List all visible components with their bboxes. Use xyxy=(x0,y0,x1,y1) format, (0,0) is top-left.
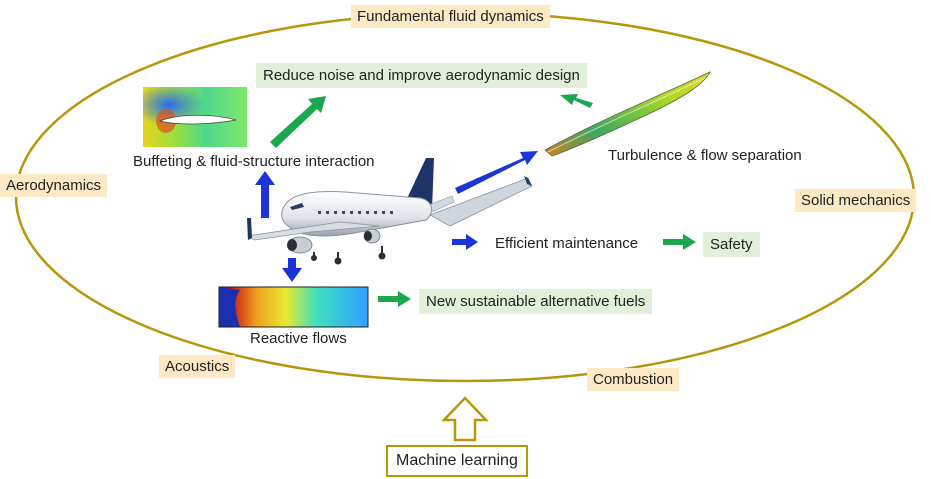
airplane-image xyxy=(246,158,533,265)
green-arrows xyxy=(270,94,696,307)
turbulence-image xyxy=(544,71,711,157)
label-reactive-flows: Reactive flows xyxy=(250,330,347,347)
machine-learning-box: Machine learning xyxy=(386,445,528,477)
arrow-turbulence-to-noise xyxy=(560,94,593,108)
label-fundamental-fluid-dynamics: Fundamental fluid dynamics xyxy=(351,5,550,28)
arrow-to-reactive xyxy=(282,258,302,282)
arrow-to-turbulence xyxy=(455,151,538,194)
arrow-buffeting-to-noise xyxy=(270,96,326,148)
label-efficient-maintenance: Efficient maintenance xyxy=(495,235,639,252)
blue-arrows xyxy=(255,151,538,282)
reactive-flow-image xyxy=(218,286,369,328)
machine-learning-up-arrow xyxy=(441,396,489,442)
label-turbulence: Turbulence & flow separation xyxy=(608,147,802,164)
label-combustion: Combustion xyxy=(587,368,680,391)
label-acoustics: Acoustics xyxy=(159,355,236,378)
label-safety: Safety xyxy=(703,232,760,257)
label-reduce-noise: Reduce noise and improve aerodynamic des… xyxy=(256,63,587,88)
label-solid-mechanics: Solid mechanics xyxy=(795,189,917,212)
arrow-reactive-to-fuels xyxy=(378,291,411,307)
label-sustainable-fuels: New sustainable alternative fuels xyxy=(419,289,653,314)
arrow-maintenance-to-safety xyxy=(663,234,696,250)
label-aerodynamics: Aerodynamics xyxy=(0,174,108,197)
arrow-to-maintenance xyxy=(452,234,478,250)
airfoil-cfd-image xyxy=(143,87,247,147)
label-buffeting: Buffeting & fluid-structure interaction xyxy=(133,153,375,170)
arrow-to-buffeting xyxy=(255,171,275,218)
